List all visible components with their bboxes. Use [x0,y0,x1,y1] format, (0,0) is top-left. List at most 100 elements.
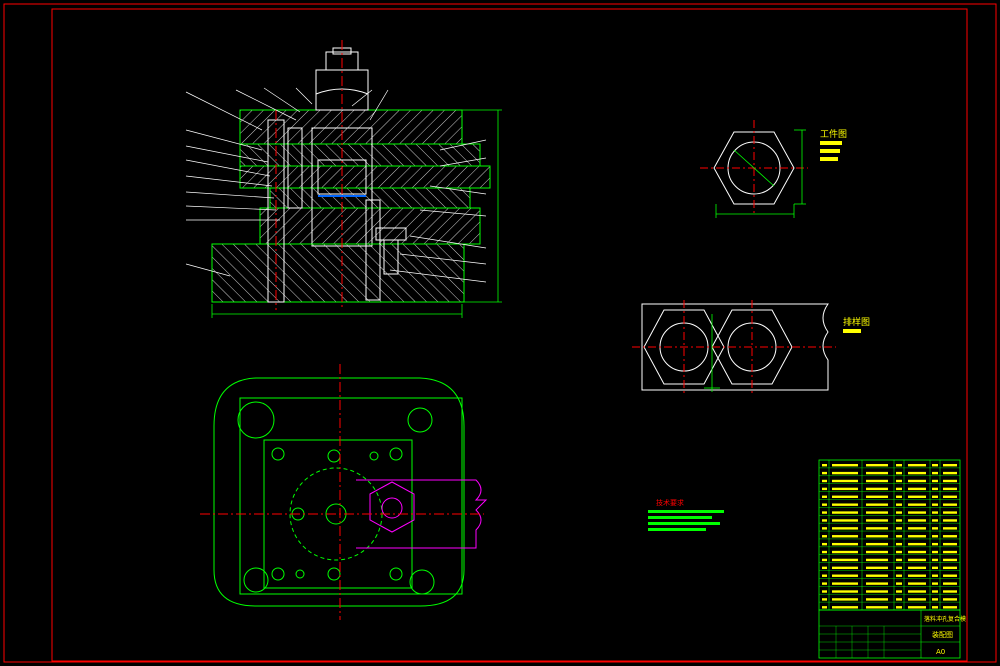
title-block-name: 落料冲孔复合模 [924,615,966,623]
table-cell-glyph [943,503,957,506]
table-cell-glyph [832,487,858,491]
table-cell-glyph [943,479,957,483]
table-cell-glyph [896,598,902,601]
table-cell-glyph [822,487,827,491]
table-cell-glyph [908,511,926,514]
table-cell-glyph [932,582,938,585]
table-cell-glyph [832,479,858,483]
table-cell-glyph [832,566,858,570]
workpiece-label: 工件图 [820,128,847,140]
table-cell-glyph [822,495,827,498]
table-cell-glyph [822,550,827,554]
table-cell-glyph [822,464,827,467]
outer-frame [3,3,997,663]
table-cell-glyph [943,471,957,475]
table-cell-glyph [943,464,957,467]
table-cell-glyph [866,598,888,601]
table-cell-glyph [908,464,926,467]
hexagon-icon [713,131,795,205]
table-cell-glyph [866,511,888,514]
table-cell-glyph [866,519,888,522]
workpiece-view: 工件图 [700,120,847,218]
table-cell-glyph [896,542,902,546]
table-cell-glyph [896,511,902,514]
table-cell-glyph [932,519,938,522]
table-cell-glyph [932,527,938,530]
table-cell-glyph [832,558,858,562]
table-cell-glyph [832,527,858,530]
table-cell-glyph [832,574,858,577]
table-cell-glyph [896,519,902,522]
table-cell-glyph [943,487,957,491]
table-cell-glyph [932,511,938,514]
table-cell-glyph [896,535,902,538]
title-block-size: A0 [936,648,945,656]
table-cell-glyph [896,495,902,498]
table-cell-glyph [866,590,888,593]
table-cell-glyph [866,550,888,554]
table-cell-glyph [822,535,827,538]
table-cell-glyph [908,487,926,491]
table-cell-glyph [832,582,858,585]
table-cell-glyph [908,527,926,530]
table-cell-glyph [832,471,858,475]
table-cell-glyph [943,495,957,498]
table-cell-glyph [822,527,827,530]
title-block-drawing: 装配图 [932,630,953,639]
table-cell-glyph [896,527,902,530]
table-cell-glyph [896,503,902,506]
table-cell-glyph [866,582,888,585]
table-cell-glyph [943,542,957,546]
table-cell-glyph [932,590,938,593]
table-cell-glyph [866,479,888,483]
table-cell-glyph [896,464,902,467]
strip-layout-label: 排样图 [843,316,870,328]
table-cell-glyph [866,542,888,546]
table-cell-glyph [832,464,858,467]
table-cell-glyph [866,503,888,506]
table-cell-glyph [896,574,902,577]
table-cell-glyph [866,487,888,491]
table-cell-glyph [943,535,957,538]
table-cell-glyph [866,558,888,562]
table-cell-glyph [896,550,902,554]
table-cell-glyph [832,519,858,522]
section-view [185,40,502,318]
table-cell-glyph [822,574,827,577]
table-cell-glyph [908,550,926,554]
table-cell-glyph [896,479,902,483]
table-cell-glyph [943,606,957,609]
table-cell-glyph [822,519,827,522]
table-cell-glyph [908,582,926,585]
table-cell-glyph [943,598,957,601]
table-cell-glyph [908,535,926,538]
table-cell-glyph [866,464,888,467]
table-cell-glyph [896,487,902,491]
table-cell-glyph [932,566,938,570]
table-cell-glyph [866,495,888,498]
table-cell-glyph [943,558,957,562]
table-cell-glyph [943,590,957,593]
table-cell-glyph [943,550,957,554]
table-cell-glyph [943,566,957,570]
table-cell-glyph [932,598,938,601]
table-cell-glyph [896,566,902,570]
table-cell-glyph [866,566,888,570]
table-cell-glyph [908,558,926,562]
tech-notes: 技术要求 [648,498,724,531]
table-cell-glyph [908,542,926,546]
table-cell-glyph [822,582,827,585]
hexagon-icon [369,481,415,533]
parts-list: 落料冲孔复合模 装配图 A0 [818,459,966,659]
table-cell-glyph [908,590,926,593]
table-cell-glyph [908,471,926,475]
table-cell-glyph [932,464,938,467]
table-cell-glyph [908,479,926,483]
table-cell-glyph [822,606,827,609]
table-cell-glyph [932,574,938,577]
table-cell-glyph [896,606,902,609]
table-cell-glyph [932,535,938,538]
table-cell-glyph [943,511,957,514]
table-cell-glyph [932,487,938,491]
